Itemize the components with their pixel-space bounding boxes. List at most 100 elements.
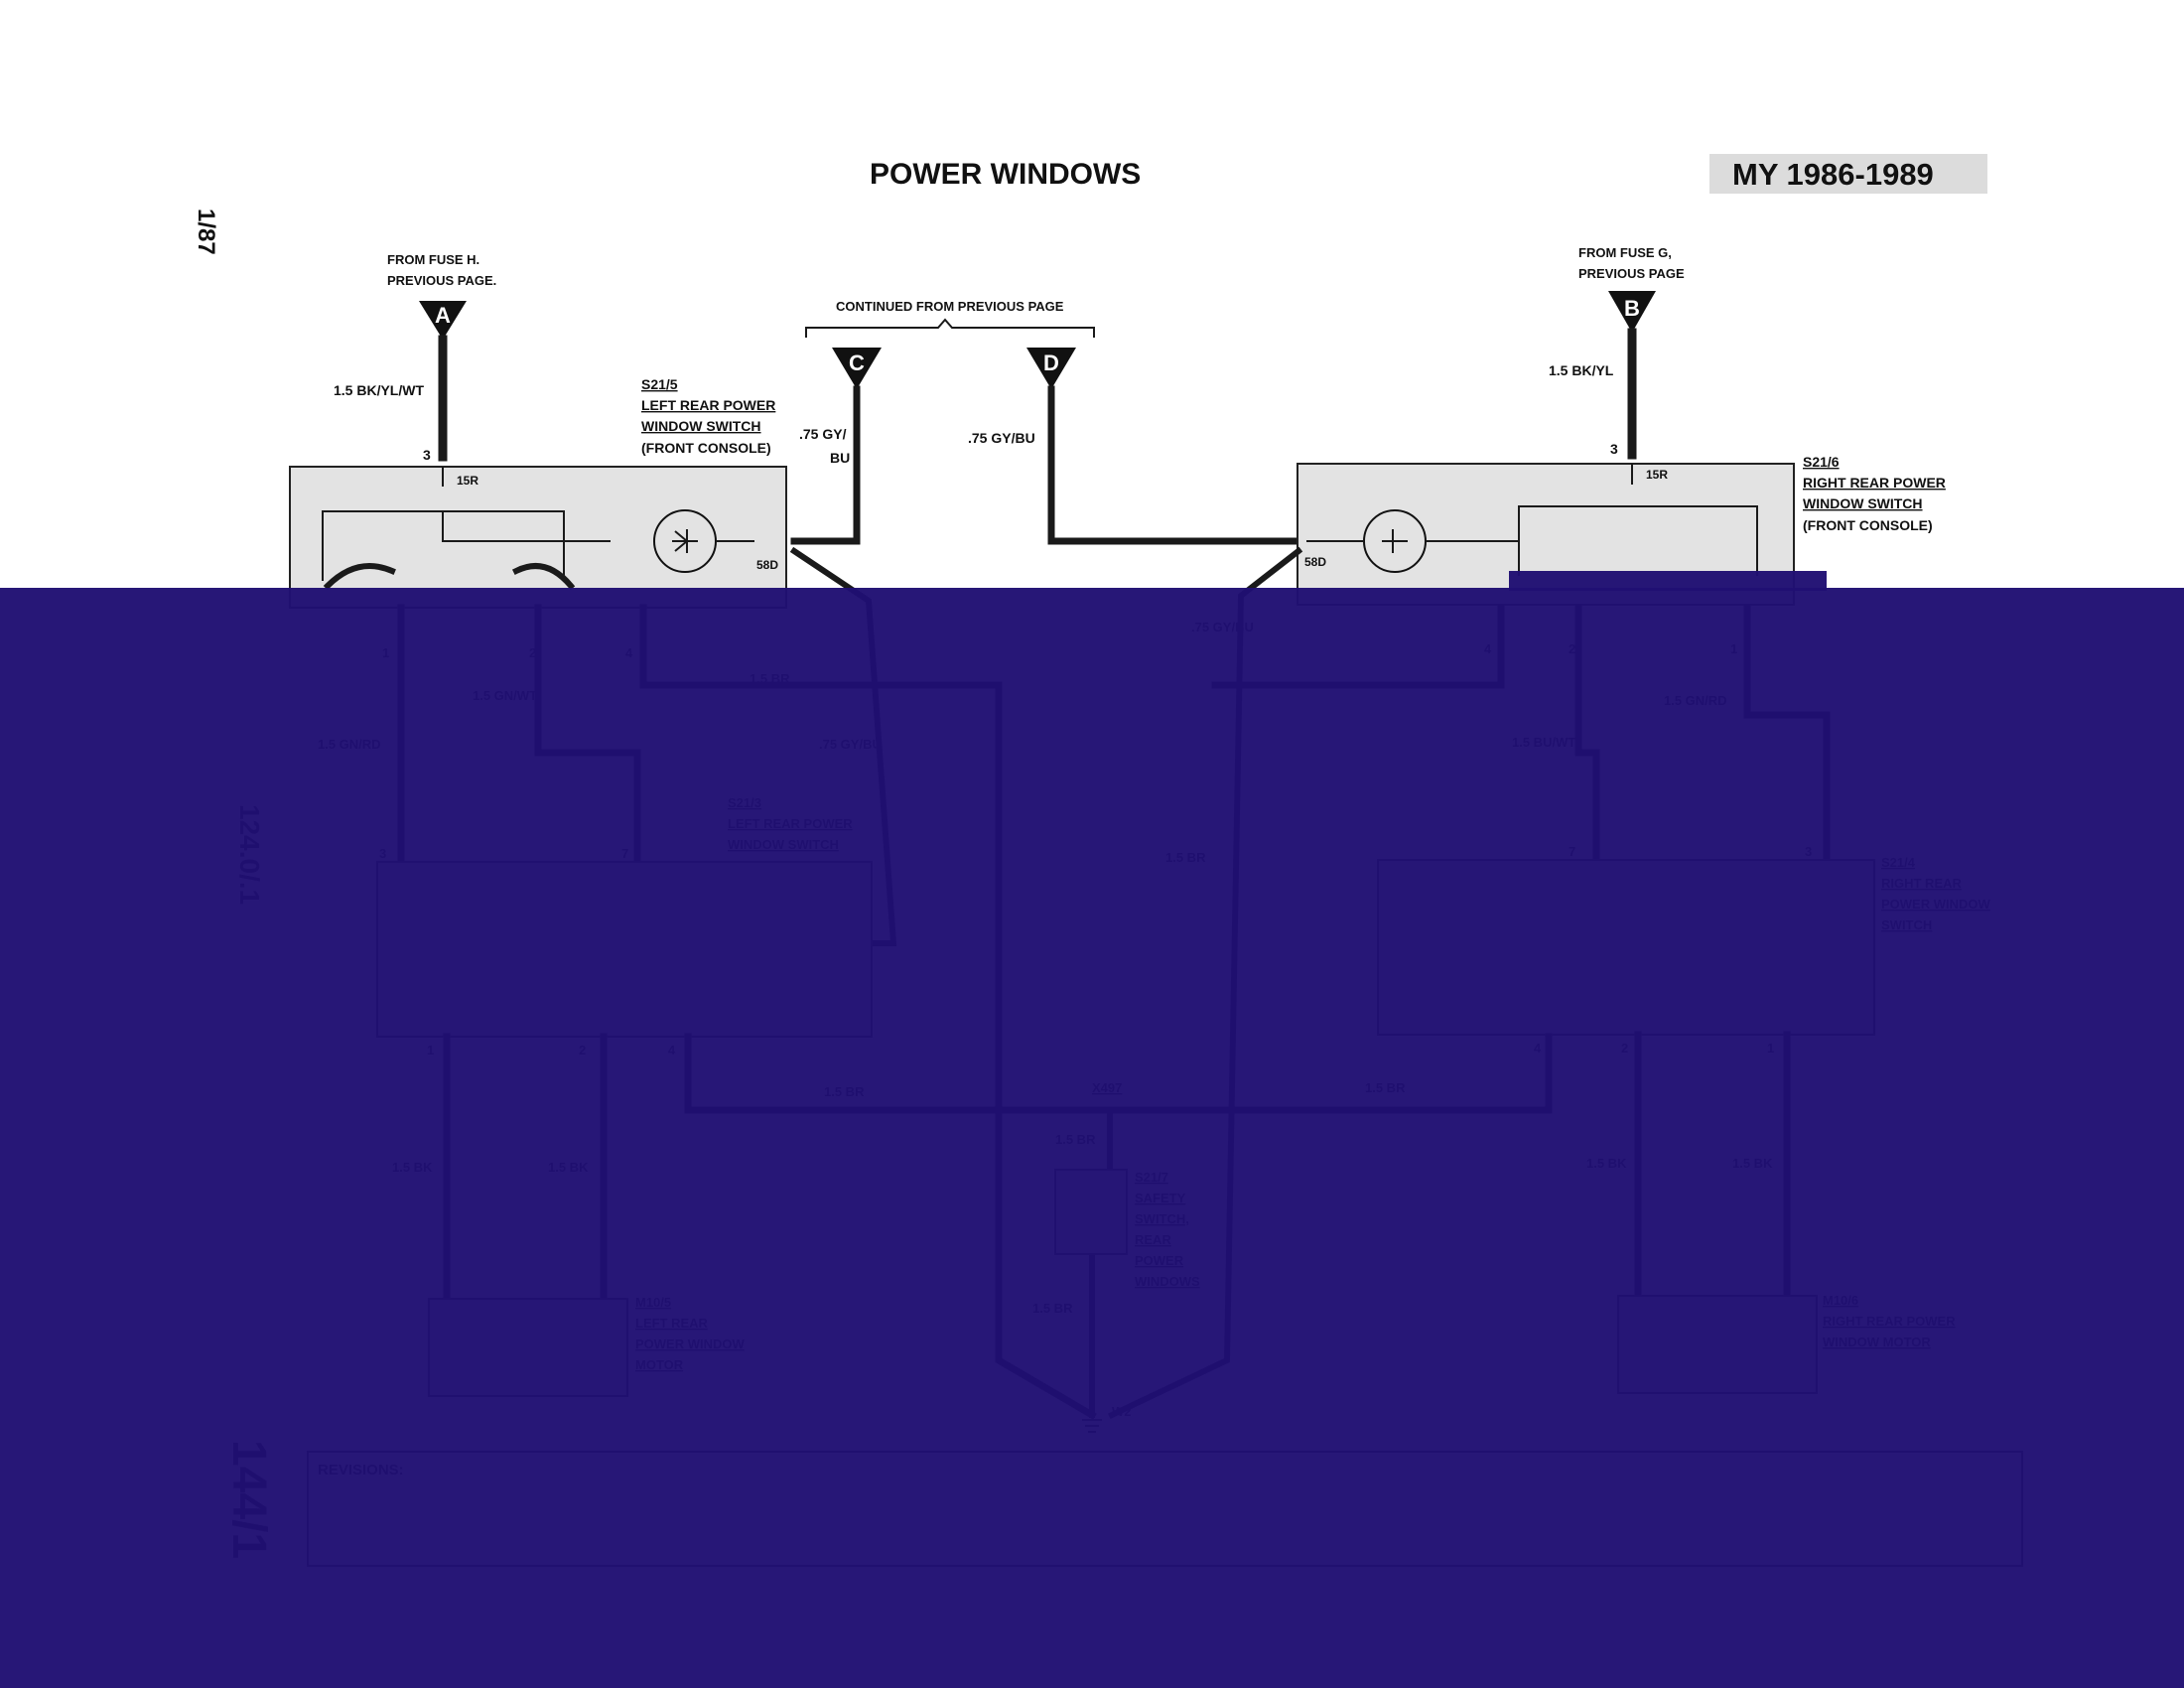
pin-s21-5-2: 2: [529, 645, 536, 660]
s21-5-line-1: LEFT REAR POWER: [641, 397, 775, 413]
pin-s21-4-4: 4: [1534, 1041, 1542, 1055]
pin-s21-4-7: 7: [1569, 844, 1575, 859]
s21-6-line-1: RIGHT REAR POWER: [1803, 475, 1946, 491]
s21-7-line-3: REAR: [1135, 1232, 1171, 1247]
switch-s21-4-box: [1377, 859, 1875, 1036]
s21-3-line-2: WINDOW SWITCH: [728, 837, 839, 852]
m10-5-code: M10/5: [635, 1295, 671, 1310]
connector-c-letter: C: [849, 351, 865, 375]
s21-5-pin-58d: 58D: [756, 558, 778, 572]
wire-r-bk-2: 1.5 BK: [1732, 1156, 1773, 1171]
pin-a: 3: [423, 447, 431, 463]
s21-3-line-1: LEFT REAR POWER: [728, 816, 853, 831]
motor-m10-6-box: [1617, 1295, 1818, 1394]
m10-6-line-2: WINDOW MOTOR: [1823, 1335, 1931, 1349]
connector-d-letter: D: [1043, 351, 1059, 375]
connector-d-triangle: [1026, 348, 1076, 389]
safety-switch-s21-7-box: [1054, 1169, 1128, 1255]
wire-label-d: .75 GY/BU: [968, 430, 1035, 446]
pin-s21-4-2: 2: [1621, 1041, 1628, 1055]
pin-s21-6-2: 2: [1569, 641, 1575, 656]
switch-s21-5-box: [289, 466, 787, 609]
model-year: MY 1986-1989: [1732, 157, 1934, 192]
connector-b-source-1: FROM FUSE G,: [1578, 245, 1672, 260]
switch-s21-6-box: [1297, 463, 1795, 606]
pin-s21-5-1: 1: [382, 645, 389, 660]
m10-6-line-1: RIGHT REAR POWER: [1823, 1314, 1956, 1329]
s21-7-line-5: WINDOWS: [1135, 1274, 1200, 1289]
connector-b-source-2: PREVIOUS PAGE: [1578, 266, 1685, 281]
connector-a-letter: A: [435, 303, 451, 328]
connector-b-triangle: [1608, 291, 1656, 333]
s21-6-code: S21/6: [1803, 454, 1840, 470]
wire-l-gnwt: 1.5 GN/WT: [473, 688, 537, 703]
m10-5-line-3: MOTOR: [635, 1357, 684, 1372]
wire-l-gybu: .75 GY/BU: [819, 737, 882, 752]
s21-5-line-2: WINDOW SWITCH: [641, 418, 761, 434]
wire-l-br-bot: 1.5 BR: [824, 1084, 865, 1099]
s21-6-pin-58d: 58D: [1304, 555, 1326, 569]
wire-r-gnrd: 1.5 GN/RD: [1664, 693, 1727, 708]
pin-s21-6-4: 4: [1484, 641, 1492, 656]
pin-s21-6-1: 1: [1730, 641, 1737, 656]
pin-s21-5-4: 4: [625, 645, 633, 660]
wire-l-bk-2: 1.5 BK: [548, 1160, 589, 1175]
wire-r-gybu: .75 GY/BU: [1191, 620, 1254, 634]
wire-label-c-1: .75 GY/: [799, 426, 847, 442]
wire-label-c-2: BU: [830, 450, 850, 466]
connector-c-triangle: [832, 348, 882, 389]
s21-4-code: S21/4: [1881, 855, 1916, 870]
wire-r-br-mid: 1.5 BR: [1165, 850, 1206, 865]
m10-6-code: M10/6: [1823, 1293, 1858, 1308]
pin-s21-4-1: 1: [1767, 1041, 1774, 1055]
s21-6-pin-15r: 15R: [1646, 468, 1668, 482]
continued-bracket: [805, 318, 1095, 338]
wire-r-bk-1: 1.5 BK: [1586, 1156, 1627, 1171]
revisions-box: [307, 1451, 2023, 1567]
connector-a-triangle: [419, 301, 467, 340]
s21-7-line-4: POWER: [1135, 1253, 1184, 1268]
s21-6-line-2: WINDOW SWITCH: [1803, 495, 1923, 511]
page-title: POWER WINDOWS: [870, 158, 1141, 191]
s21-6-note: (FRONT CONSOLE): [1803, 517, 1933, 533]
wire-l-bk-1: 1.5 BK: [392, 1160, 433, 1175]
pin-s21-3-3: 3: [379, 846, 386, 861]
connector-x497: X497: [1092, 1080, 1122, 1095]
s21-5-note: (FRONT CONSOLE): [641, 440, 771, 456]
pin-b: 3: [1610, 441, 1618, 457]
s21-7-line-2: SWITCH,: [1135, 1211, 1189, 1226]
m10-5-line-1: LEFT REAR: [635, 1316, 709, 1331]
pin-s21-4-3: 3: [1805, 844, 1812, 859]
pin-s21-3-2: 2: [579, 1043, 586, 1057]
model-year-badge: [1709, 154, 1987, 194]
pin-s21-3-4: 4: [668, 1043, 676, 1057]
connector-a-source-2: PREVIOUS PAGE.: [387, 273, 496, 288]
m10-5-line-2: POWER WINDOW: [635, 1336, 745, 1351]
wire-label-b: 1.5 BK/YL: [1549, 362, 1614, 378]
continued-label: CONTINUED FROM PREVIOUS PAGE: [836, 299, 1064, 314]
connector-a-source-1: FROM FUSE H.: [387, 252, 479, 267]
motor-m10-5-box: [428, 1298, 628, 1397]
wire-r-buwt: 1.5 BU/WT: [1512, 735, 1575, 750]
wire-l-br-top: 1.5 BR: [750, 671, 790, 686]
wire-label-a: 1.5 BK/YL/WT: [334, 382, 424, 398]
s21-4-line-3: SWITCH: [1881, 917, 1932, 932]
side-code: 124.0/.1: [234, 804, 265, 905]
connector-b-letter: B: [1624, 296, 1640, 321]
wire-r-br-bot: 1.5 BR: [1365, 1080, 1406, 1095]
section-number: 144/1: [222, 1440, 275, 1559]
pin-s21-3-1: 1: [427, 1043, 434, 1057]
s21-3-code: S21/3: [728, 795, 761, 810]
s21-4-line-1: RIGHT REAR: [1881, 876, 1963, 891]
page-code: 1/87: [193, 209, 219, 255]
s21-7-line-1: SAFETY: [1135, 1191, 1186, 1205]
ground-w2: W2: [1112, 1404, 1132, 1419]
wire-safety-br-2: 1.5 BR: [1032, 1301, 1073, 1316]
s21-5-pin-15r: 15R: [457, 474, 478, 488]
s21-5-code: S21/5: [641, 376, 678, 392]
wire-l-gnrd: 1.5 GN/RD: [318, 737, 381, 752]
revisions-label: REVISIONS:: [318, 1462, 404, 1478]
s21-7-code: S21/7: [1135, 1170, 1168, 1185]
pin-s21-3-7: 7: [621, 846, 628, 861]
